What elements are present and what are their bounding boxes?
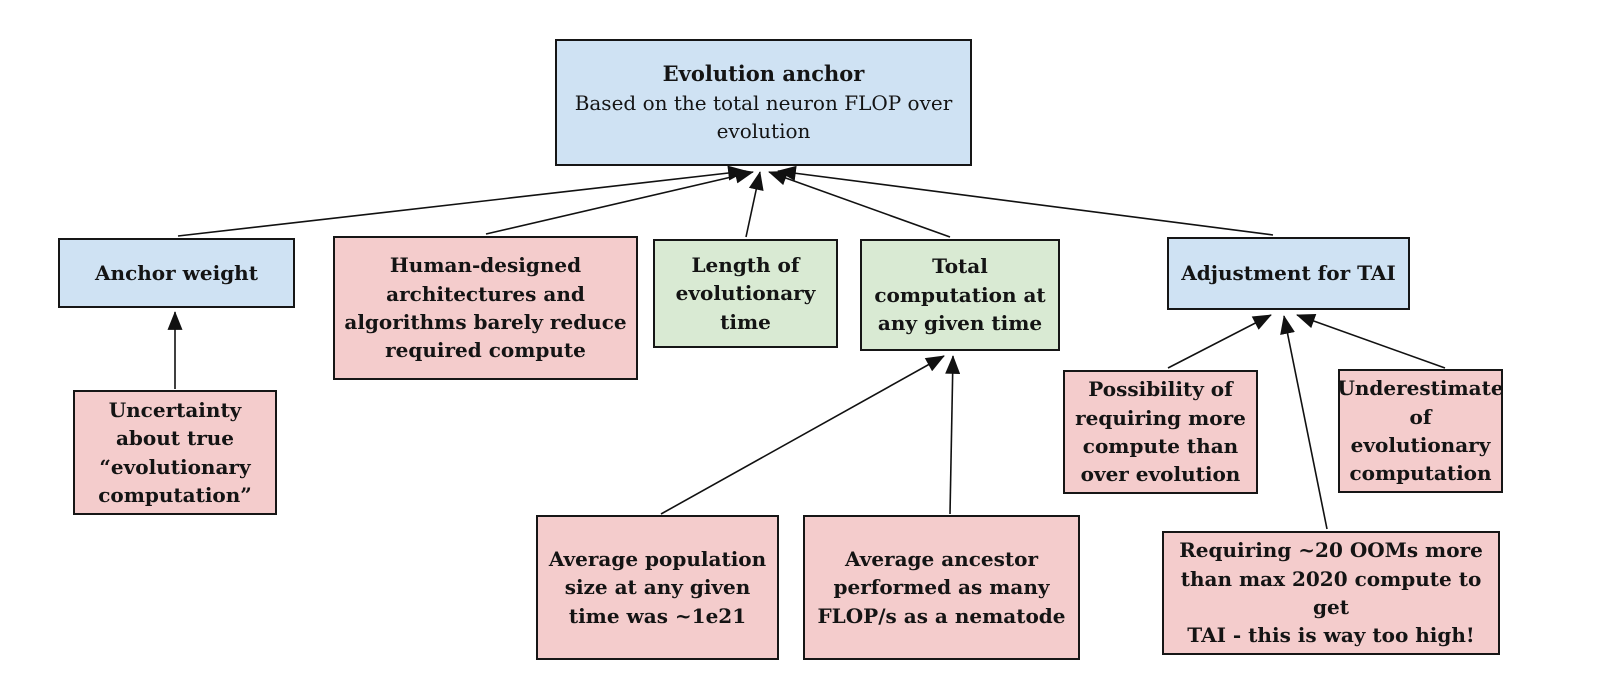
node-human-designed: Human-designed architectures and algorit…	[333, 236, 638, 380]
edge-underestimate-to-adjustment-tai	[1296, 313, 1446, 369]
edge-possibility-to-adjustment-tai	[1167, 314, 1272, 369]
node-underestimate-label: Underestimate of evolutionary computatio…	[1337, 376, 1504, 486]
edge-human-designed-to-evolution-anchor	[485, 168, 754, 235]
node-evolution-anchor-subtitle: Based on the total neuron FLOP over evol…	[574, 91, 953, 144]
node-possibility: Possibility of requiring more compute th…	[1063, 370, 1258, 494]
edge-avg-ancestor-to-total-computation	[945, 355, 961, 515]
node-evolution-anchor-title: Evolution anchor	[662, 61, 865, 87]
node-underestimate: Underestimate of evolutionary computatio…	[1337, 369, 1504, 493]
node-adjustment-tai: Adjustment for TAI	[1167, 237, 1410, 310]
node-anchor-weight: Anchor weight	[58, 238, 295, 308]
edge-requiring-ooms-to-adjustment-tai	[1280, 315, 1328, 530]
node-uncertainty: Uncertainty about true “evolutionary com…	[73, 390, 277, 515]
node-avg-population-label: Average population size at any given tim…	[548, 546, 767, 628]
node-human-designed-label: Human-designed architectures and algorit…	[344, 253, 627, 363]
node-total-computation-label: Total computation at any given time	[874, 254, 1046, 336]
node-evolution-anchor: Evolution anchor Based on the total neur…	[555, 39, 972, 166]
node-avg-population: Average population size at any given tim…	[536, 515, 779, 660]
edge-total-computation-to-evolution-anchor	[768, 170, 951, 238]
node-avg-ancestor-label: Average ancestor performed as many FLOP/…	[817, 546, 1066, 628]
node-possibility-label: Possibility of requiring more compute th…	[1075, 377, 1246, 487]
node-uncertainty-label: Uncertainty about true “evolutionary com…	[98, 397, 252, 507]
node-adjustment-tai-label: Adjustment for TAI	[1181, 261, 1396, 286]
node-requiring-ooms-label: Requiring ~20 OOMs more than max 2020 co…	[1179, 538, 1483, 648]
edge-length-time-to-evolution-anchor	[745, 171, 764, 238]
node-anchor-weight-label: Anchor weight	[95, 260, 258, 285]
node-length-evolutionary-time-label: Length of evolutionary time	[675, 252, 816, 334]
node-total-computation: Total computation at any given time	[860, 239, 1060, 351]
node-avg-ancestor: Average ancestor performed as many FLOP/…	[803, 515, 1080, 660]
edge-adjustment-tai-to-evolution-anchor	[777, 165, 1274, 236]
node-length-evolutionary-time: Length of evolutionary time	[653, 239, 838, 348]
node-requiring-ooms: Requiring ~20 OOMs more than max 2020 co…	[1162, 531, 1500, 655]
edge-anchor-weight-to-evolution-anchor	[177, 165, 747, 237]
edge-avg-population-to-total-computation	[660, 355, 945, 515]
